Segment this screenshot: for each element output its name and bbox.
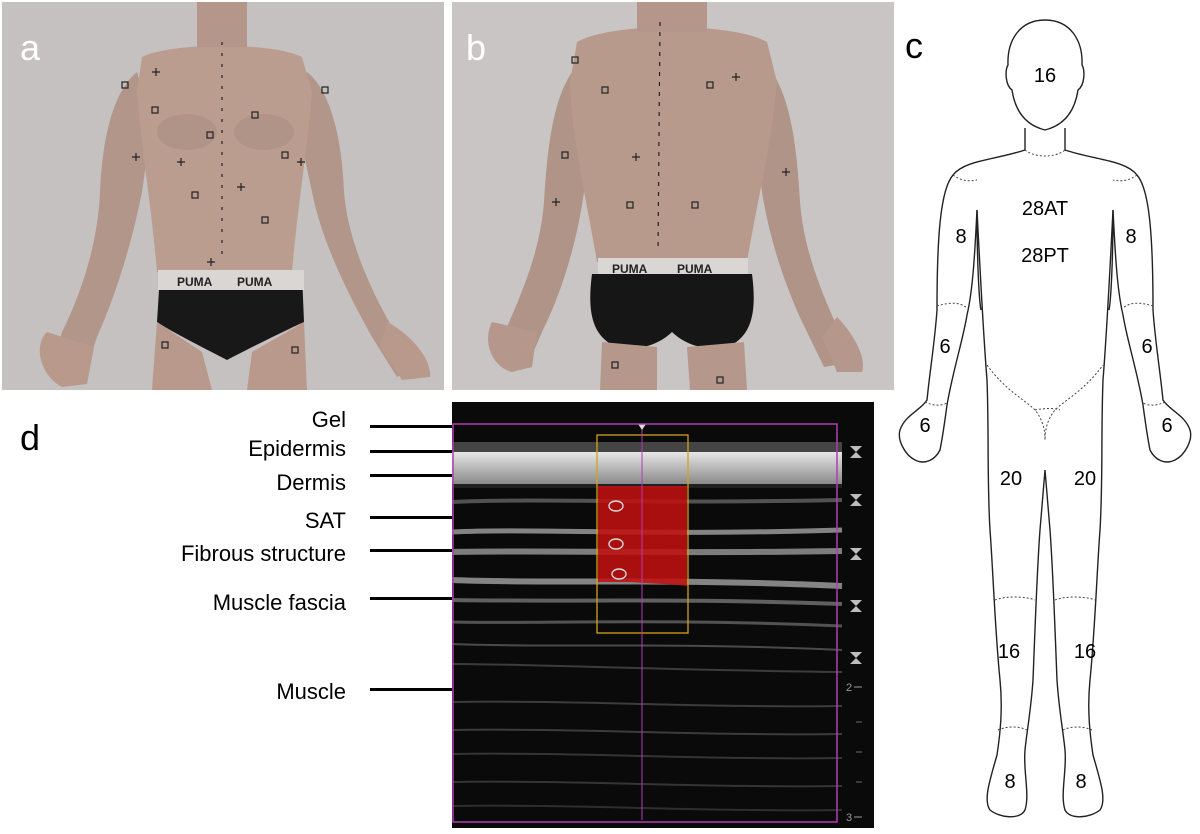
pointer-line-muscle [370, 688, 460, 691]
label-gel: Gel [311, 407, 346, 432]
pointer-line-gel [370, 425, 460, 428]
panel-label-c: c [905, 25, 923, 66]
panel-label-a: a [20, 27, 41, 68]
photo-anterior-drawing: PUMA PUMA [2, 2, 444, 390]
pointer-line-sat [370, 516, 460, 519]
region-trunk-anterior: 28AT [1022, 198, 1068, 220]
label-sat: SAT [304, 508, 346, 533]
region-trunk-posterior: 28PT [1021, 245, 1069, 267]
label-fibrous-structure: Fibrous structure [180, 541, 346, 566]
region-shank-left: 16 [998, 641, 1020, 663]
region-foot-left: 8 [1004, 771, 1015, 793]
photo-posterior: PUMA PUMA [452, 2, 894, 390]
region-forearm-left: 6 [939, 336, 950, 358]
waistband-text-left: PUMA [177, 275, 213, 289]
pointer-line-epidermis [370, 450, 460, 453]
label-muscle: Muscle [276, 679, 346, 704]
label-epidermis: Epidermis [248, 436, 346, 461]
photo-posterior-drawing: PUMA PUMA [452, 2, 894, 390]
region-hand-left: 6 [919, 415, 930, 437]
region-head: 16 [1034, 65, 1056, 87]
waistband-text-left-b: PUMA [612, 262, 648, 276]
pointer-line-fascia [370, 597, 460, 600]
region-upper-arm-left: 8 [955, 226, 966, 248]
panel-label-d: d [20, 417, 41, 458]
region-upper-arm-right: 8 [1125, 226, 1136, 248]
pointer-line-dermis [370, 474, 460, 477]
depth-label-2: 2 [846, 682, 852, 694]
region-forearm-right: 6 [1141, 336, 1152, 358]
waistband-text-right-b: PUMA [677, 262, 713, 276]
region-shank-right: 16 [1074, 641, 1096, 663]
region-thigh-left: 20 [1000, 468, 1022, 490]
body-map: 16 28AT 28PT 8 8 6 6 6 6 20 20 16 16 8 8 [898, 19, 1192, 818]
region-foot-right: 8 [1075, 771, 1086, 793]
panel-label-b: b [466, 27, 487, 68]
label-dermis: Dermis [276, 470, 346, 495]
photo-anterior: PUMA PUMA [2, 2, 444, 390]
depth-label-3: 3 [846, 812, 852, 824]
ultrasound-image: 2 3 [452, 402, 874, 828]
waistband-text-right: PUMA [237, 275, 273, 289]
region-hand-right: 6 [1161, 415, 1172, 437]
pointer-line-fibrous [370, 549, 460, 552]
region-thigh-right: 20 [1074, 468, 1096, 490]
label-muscle-fascia: Muscle fascia [212, 590, 346, 615]
